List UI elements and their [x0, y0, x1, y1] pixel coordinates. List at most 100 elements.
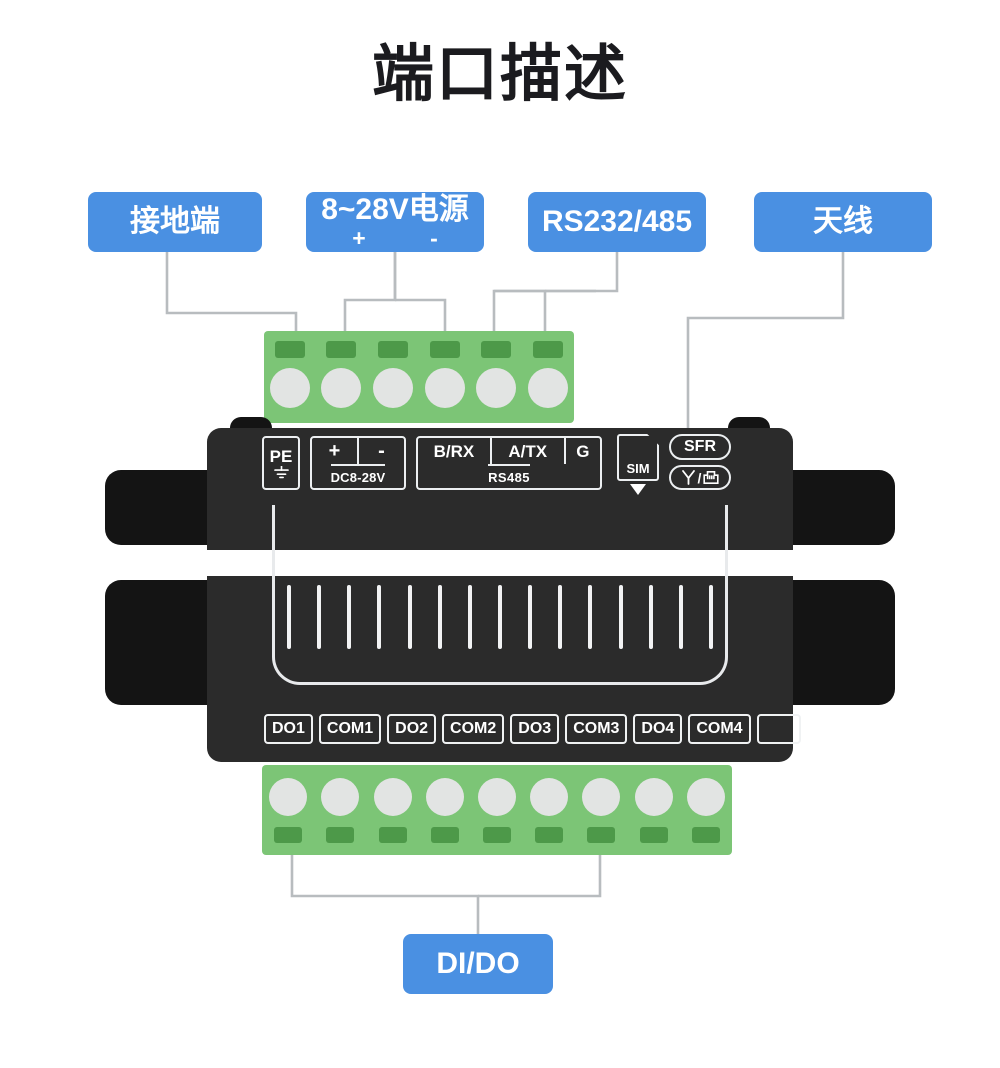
callout-serial-port[interactable]: RS232/485 — [528, 192, 706, 252]
rf-separator: / — [697, 469, 702, 486]
callout-power-polarity: + - — [306, 226, 484, 250]
top-connector-screw-row — [264, 367, 574, 409]
top-connector-screw[interactable] — [321, 368, 362, 408]
bottom-connector-slot — [430, 827, 459, 843]
serial-bus-label: RS485 — [488, 464, 530, 488]
sfr-label: SFR — [684, 438, 716, 455]
top-terminal-connector — [264, 331, 574, 423]
ventilation-rib — [708, 585, 713, 649]
bottom-connector-screw[interactable] — [269, 778, 308, 816]
bottom-connector-slot-row — [262, 827, 732, 843]
callout-power-label: 8~28V电源 — [321, 192, 469, 226]
terminal-label-do1: DO1 — [264, 714, 313, 744]
ventilation-rib — [497, 585, 502, 649]
terminal-label-com1: COM1 — [318, 714, 382, 744]
ventilation-rib — [648, 585, 653, 649]
ventilation-rib — [558, 585, 563, 649]
top-connector-slot — [274, 341, 305, 358]
serial-pin-g: G — [576, 441, 590, 461]
pe-terminal-marking: PE — [262, 436, 300, 490]
callout-power-minus: - — [430, 225, 438, 252]
sim-card-slot-icon[interactable]: SIM — [617, 434, 659, 481]
sim-label: SIM — [626, 461, 650, 476]
terminal-label-do4: DO4 — [633, 714, 683, 744]
ventilation-rib — [528, 585, 533, 649]
ventilation-panel-outline — [272, 505, 728, 685]
top-connector-slot — [429, 341, 460, 358]
callout-serial-label: RS232/485 — [541, 205, 693, 239]
top-connector-slot — [533, 341, 564, 358]
top-connector-slot — [481, 341, 512, 358]
terminal-label-blank — [756, 714, 801, 744]
ventilation-rib — [287, 585, 291, 649]
power-plus-cell: + — [312, 438, 359, 464]
top-connector-slot-row — [264, 341, 574, 358]
callout-ground-label: 接地端 — [130, 205, 220, 239]
callout-antenna-label: 天线 — [813, 205, 873, 239]
callout-power-input[interactable]: 8~28V电源 + - — [306, 192, 484, 252]
terminal-label-com4: COM4 — [688, 714, 751, 744]
top-connector-screw[interactable] — [373, 368, 414, 408]
bottom-connector-screw[interactable] — [530, 778, 569, 816]
page-title: 端口描述 — [371, 40, 628, 109]
bottom-connector-screw[interactable] — [321, 778, 360, 816]
earth-ground-icon — [273, 465, 289, 478]
terminal-label-do2: DO2 — [387, 714, 437, 744]
ventilation-rib — [377, 585, 382, 649]
serial-pin-atx: A/TX — [492, 438, 566, 464]
ventilation-rib — [437, 585, 442, 649]
bottom-connector-slot — [482, 827, 511, 843]
ventilation-rib — [407, 585, 412, 649]
sim-insert-direction-arrow-icon — [630, 484, 646, 495]
serial-terminal-marking: B/RX A/TX G RS485 — [416, 436, 602, 490]
top-connector-slot — [326, 341, 357, 358]
rf-port-marking: / — [669, 465, 731, 490]
top-connector-screw[interactable] — [476, 368, 517, 408]
bottom-connector-slot — [535, 827, 564, 843]
power-polarity-row: + - — [312, 438, 404, 464]
ventilation-rib — [678, 585, 683, 649]
bottom-terminal-connector — [262, 765, 732, 855]
bottom-connector-slot — [326, 827, 355, 843]
sfr-marking: SFR — [669, 434, 731, 460]
bottom-connector-screw[interactable] — [373, 778, 412, 816]
top-silkscreen-strip: PE + - DC8-28V — [262, 436, 602, 490]
sim-and-status-cluster: SIM SFR / — [617, 434, 735, 496]
bottom-connector-slot — [274, 827, 303, 843]
power-voltage-range: DC8-28V — [330, 464, 386, 488]
bottom-connector-screw-row — [262, 777, 732, 817]
antenna-icon — [681, 470, 695, 485]
bottom-connector-slot — [639, 827, 668, 843]
top-connector-screw[interactable] — [528, 368, 569, 408]
ventilation-rib — [618, 585, 623, 649]
bottom-connector-screw[interactable] — [425, 778, 464, 816]
power-terminal-marking: + - DC8-28V — [310, 436, 406, 490]
terminal-label-com2: COM2 — [442, 714, 505, 744]
bottom-connector-screw[interactable] — [582, 778, 621, 816]
ventilation-rib — [588, 585, 593, 649]
callout-power-plus: + — [352, 225, 366, 252]
bottom-connector-slot — [587, 827, 616, 843]
bottom-connector-screw[interactable] — [686, 778, 725, 816]
ventilation-rib — [467, 585, 472, 649]
terminal-label-com3: COM3 — [565, 714, 628, 744]
bottom-connector-slot — [378, 827, 407, 843]
callout-ground-terminal[interactable]: 接地端 — [88, 192, 262, 252]
ventilation-rib-group — [287, 585, 713, 649]
terminal-label-do3: DO3 — [510, 714, 560, 744]
pe-label: PE — [269, 446, 293, 466]
serial-pin-brx: B/RX — [418, 438, 492, 464]
ventilation-rib — [317, 585, 322, 649]
power-minus-cell: - — [378, 440, 385, 462]
bottom-connector-screw[interactable] — [477, 778, 516, 816]
callout-antenna[interactable]: 天线 — [754, 192, 932, 252]
callout-dido[interactable]: DI/DO — [403, 934, 553, 994]
callout-dido-label: DI/DO — [436, 947, 520, 981]
ventilation-rib — [347, 585, 352, 649]
top-connector-screw[interactable] — [269, 368, 310, 408]
bottom-connector-screw[interactable] — [634, 778, 673, 816]
top-connector-screw[interactable] — [424, 368, 465, 408]
